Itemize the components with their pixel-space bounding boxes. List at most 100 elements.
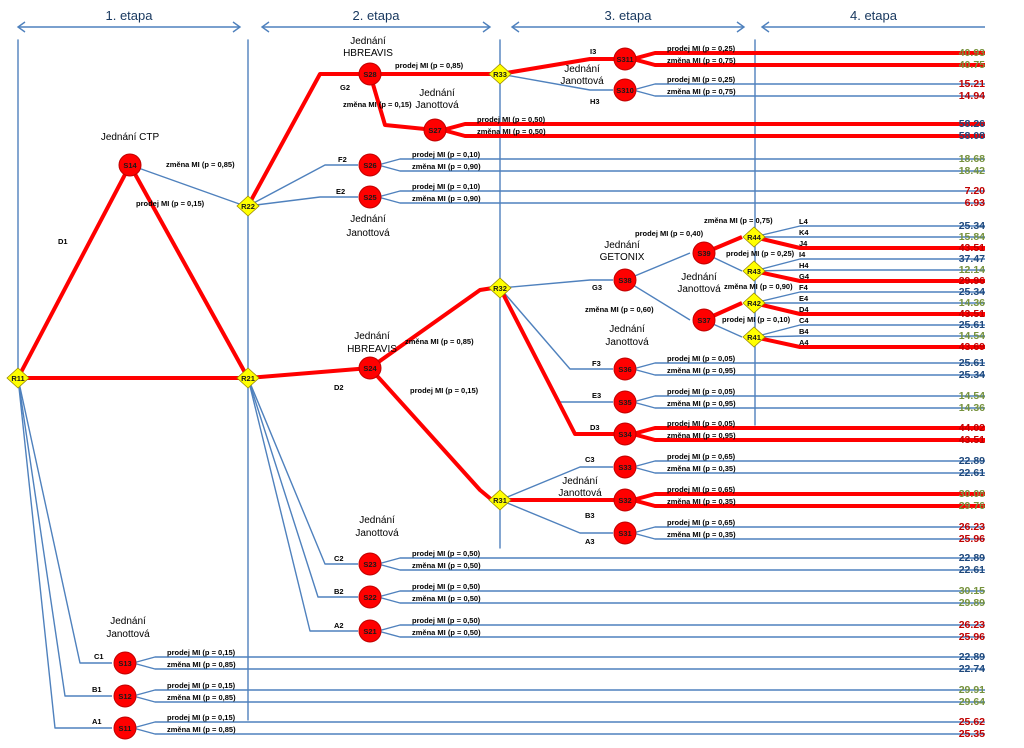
leaf-line (632, 460, 985, 468)
leaf-line (132, 656, 985, 664)
leaf-line (632, 432, 985, 442)
arrow-head (232, 21, 242, 33)
leaf-prob-label: změna MI (p = 0,35) (667, 497, 736, 506)
outcome-value: 58.26 (959, 118, 985, 130)
branch-line (499, 287, 613, 370)
branch-line (624, 252, 691, 281)
leaf-prob-label: prodej MI (p = 0,50) (412, 582, 481, 591)
leaf-line (632, 362, 985, 370)
node-title: Jednání (681, 272, 717, 283)
branch-label: B1 (92, 685, 102, 694)
edge-i3 (499, 57, 625, 76)
chance-node-label: S32 (618, 496, 631, 505)
leaf-line (753, 335, 985, 338)
chance-node-label: S311 (616, 55, 633, 64)
leaf-line (377, 624, 985, 632)
leaf-prob-label: změna MI (p = 0,35) (667, 464, 736, 473)
branch-line (129, 164, 246, 207)
leaf-prob-label: změna MI (p = 0,95) (667, 431, 736, 440)
chance-node-s311 (613, 47, 637, 71)
node-title: Jednání (609, 324, 645, 335)
edge-label: změna MI (p = 0,85) (166, 160, 235, 169)
decision-node-label: R33 (493, 70, 507, 79)
branch-label: G4 (799, 272, 810, 281)
node-title: Janottová (677, 284, 721, 295)
decision-node-r44 (742, 226, 766, 248)
branch-label: L4 (799, 217, 809, 226)
chance-node-s26 (358, 153, 382, 177)
chance-node-s12 (113, 684, 137, 708)
branch-label: D2 (334, 383, 344, 392)
chance-node-label: S26 (363, 161, 376, 170)
chance-node-s37 (692, 308, 716, 332)
outcome-value: 7.20 (965, 185, 986, 197)
edge-label: prodej MI (p = 0,15) (410, 386, 479, 395)
chance-node-label: S36 (618, 365, 631, 374)
outcome-value: 15.21 (959, 78, 985, 90)
leaf-prob-label: změna MI (p = 0,50) (477, 127, 546, 136)
decision-node-label: R32 (493, 284, 507, 293)
chance-node-label: S25 (363, 193, 376, 202)
chance-node-s39 (692, 241, 716, 265)
branch-label: I4 (799, 250, 806, 259)
decision-node-r31 (488, 489, 512, 511)
leaf-prob-label: prodej MI (p = 0,50) (477, 115, 546, 124)
branch-label: D3 (590, 423, 600, 432)
outcome-value: 22.89 (959, 552, 985, 564)
chance-node-label: S22 (363, 593, 376, 602)
decision-node-label: R44 (747, 233, 762, 242)
node-title: Janottová (415, 100, 459, 111)
outcome-value: 44.02 (959, 422, 985, 434)
chance-node-s28 (358, 62, 382, 86)
outcome-value: 12.14 (959, 264, 985, 276)
decision-node-r33 (488, 63, 512, 85)
chance-node-s13 (113, 651, 137, 675)
leaf-prob-label: prodej MI (p = 0,10) (412, 150, 481, 159)
leaf-line (377, 596, 985, 604)
branch-label: H3 (590, 97, 600, 106)
outcome-value: 43.69 (959, 341, 985, 353)
chance-node-label: S38 (618, 276, 631, 285)
node-title: Janottová (605, 337, 649, 348)
edge-label: prodej MI (p = 0,85) (395, 61, 464, 70)
leaf-line (632, 498, 985, 508)
leaf-line (632, 57, 985, 67)
outcome-value: 22.89 (959, 455, 985, 467)
edge-label: změna MI (p = 0,15) (343, 100, 412, 109)
outcome-value: 58.08 (959, 130, 985, 142)
outcome-value: 22.89 (959, 651, 985, 663)
leaf-prob-label: prodej MI (p = 0,50) (412, 549, 481, 558)
leaf-line (632, 492, 985, 502)
branch-label: I3 (590, 47, 596, 56)
outcome-value: 14.36 (959, 297, 985, 309)
outcome-value: 18.42 (959, 165, 985, 177)
decision-node-r42 (742, 292, 766, 314)
node-title: Jednání CTP (101, 132, 160, 143)
leaf-prob-label: změna MI (p = 0,75) (667, 56, 736, 65)
branch-line (17, 377, 112, 664)
branch-label: E4 (799, 294, 809, 303)
leaf-prob-label: prodej MI (p = 0,15) (167, 681, 236, 690)
edge-d2 (247, 366, 371, 380)
branch-label: A2 (334, 621, 344, 630)
leaf-line (377, 590, 985, 598)
node-title: Janottová (106, 629, 150, 640)
branch-line (499, 279, 613, 289)
chance-node-label: S27 (428, 126, 441, 135)
chance-node-s14 (118, 153, 142, 177)
edge-s24-prodej (368, 366, 494, 502)
node-title: Jednání (350, 214, 386, 225)
chance-node-s25 (358, 185, 382, 209)
outcome-value: 26.23 (959, 619, 985, 631)
node-title: Jednání (359, 515, 395, 526)
chance-node-s21 (358, 619, 382, 643)
chance-node-label: S33 (618, 463, 631, 472)
leaf-prob-label: změna MI (p = 0,50) (412, 628, 481, 637)
branch-label: E3 (592, 391, 601, 400)
branch-label: D4 (799, 305, 809, 314)
outcome-value: 22.74 (959, 663, 985, 675)
edge-d1 (16, 164, 132, 379)
leaf-prob-label: prodej MI (p = 0,25) (667, 75, 736, 84)
leaf-prob-label: změna MI (p = 0,95) (667, 366, 736, 375)
outcome-value: 25.61 (959, 319, 985, 331)
